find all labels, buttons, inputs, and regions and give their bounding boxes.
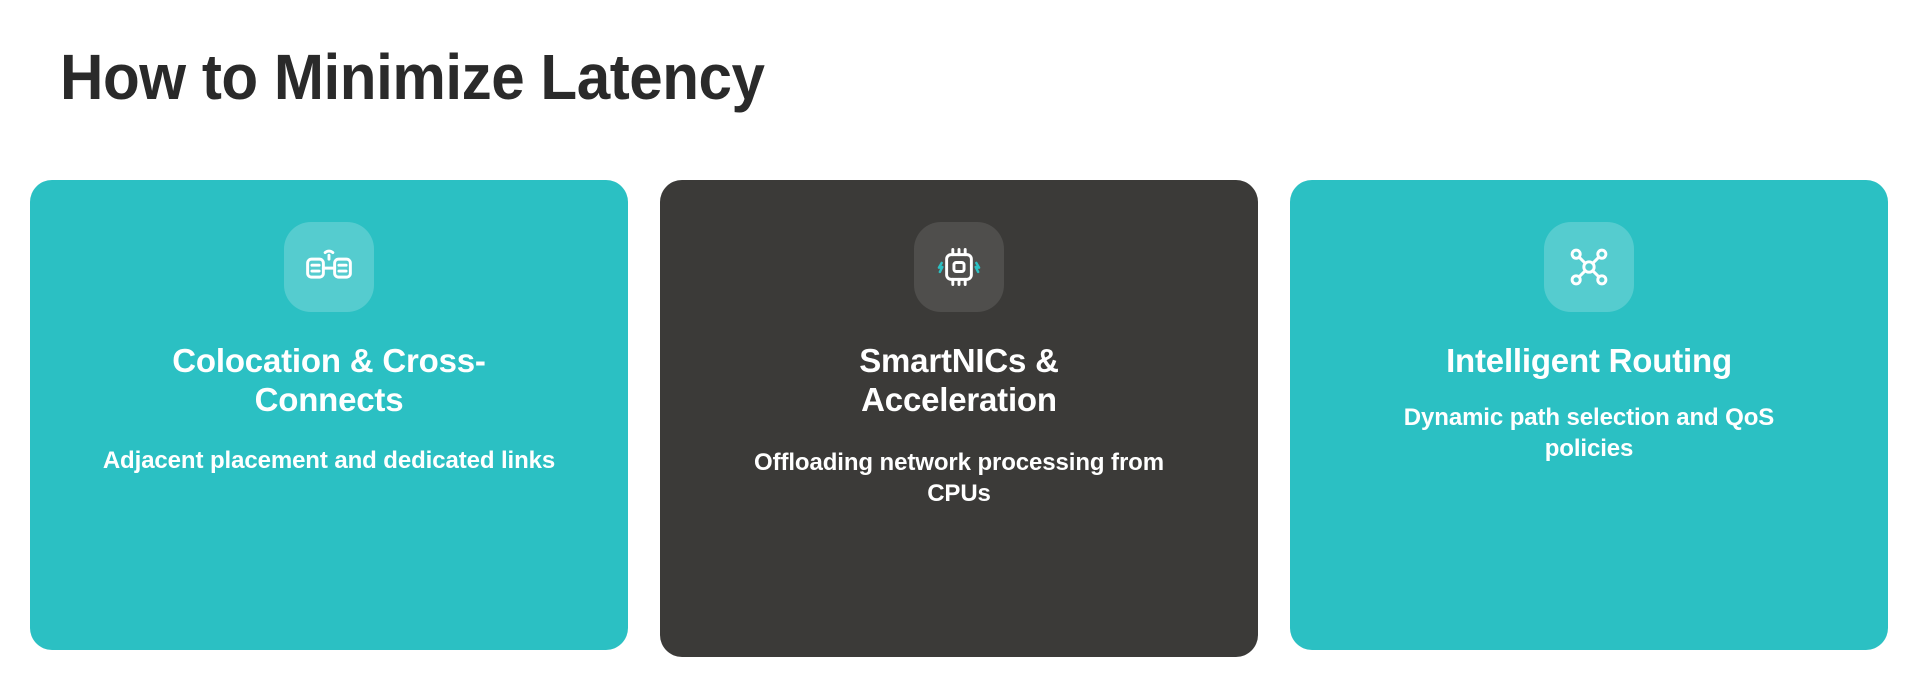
icon-tile xyxy=(284,222,374,312)
card-colocation[interactable]: Colocation & Cross-Connects Adjacent pla… xyxy=(30,180,628,650)
page-title: How to Minimize Latency xyxy=(60,41,765,113)
card-intelligent-routing[interactable]: Intelligent Routing Dynamic path selecti… xyxy=(1290,180,1888,650)
network-nodes-icon xyxy=(1562,240,1616,294)
icon-tile xyxy=(914,222,1004,312)
icon-tile xyxy=(1544,222,1634,312)
cpu-chip-bolt-icon xyxy=(932,240,986,294)
card-title: Colocation & Cross-Connects xyxy=(172,342,486,418)
card-description: Adjacent placement and dedicated links xyxy=(102,446,556,474)
card-row: Colocation & Cross-Connects Adjacent pla… xyxy=(30,180,1888,657)
card-description: Offloading network processing from CPUs xyxy=(754,448,1164,507)
card-smartnics[interactable]: SmartNICs & Acceleration Offloading netw… xyxy=(660,180,1258,657)
card-title: SmartNICs & Acceleration xyxy=(859,342,1059,418)
card-title: Intelligent Routing xyxy=(1446,342,1732,379)
server-rack-wireless-icon xyxy=(302,240,356,294)
card-description: Dynamic path selection and QoS policies xyxy=(1403,403,1775,462)
